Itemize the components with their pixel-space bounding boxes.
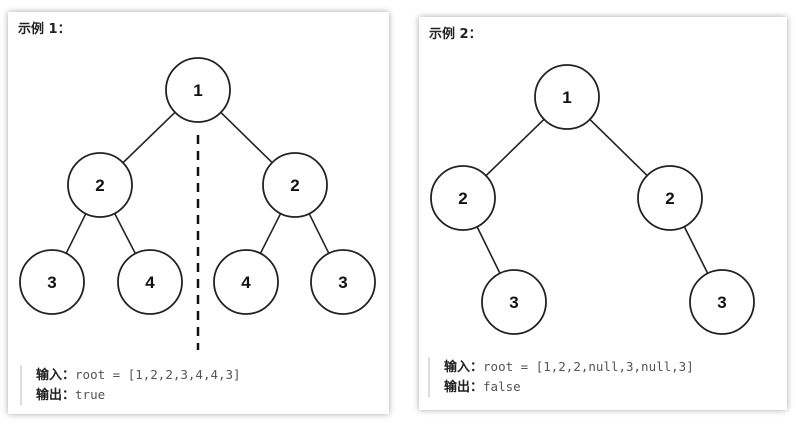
tree-edge [589,118,648,177]
tree-node [117,249,183,315]
tree-node [637,165,703,231]
example-2-panel: 示例 2： 1 2 2 3 3 输入：root = [1,2,2,null,3,null… [419,17,787,410]
input-value: root = [1,2,2,null,3,null,3] [483,359,694,374]
tree-node [262,152,328,218]
tree-edge [65,213,87,254]
tree-diagram-2: 1 2 2 3 3 [430,64,755,335]
tree-node [689,269,755,335]
tree-node-label: 3 [717,293,726,312]
output-value: true [75,387,106,402]
tree-node-label: 4 [241,273,251,292]
output-value: false [483,379,521,394]
output-label: 输出： [36,388,76,403]
tree-node [310,249,376,315]
tree-edge [683,226,709,274]
tree-node [165,57,231,123]
tree-node-label: 3 [47,273,56,292]
tree-edge [113,213,137,254]
tree-node [430,165,496,231]
tree-node [481,269,547,335]
example-1-title: 示例 1： [18,22,71,37]
tree-edge [476,226,501,274]
example-2-io: 输入：root = [1,2,2,null,3,null,3] 输出：false [428,357,694,397]
tree-node-label: 4 [145,273,155,292]
tree-node-label: 2 [458,189,467,208]
tree-node [213,249,279,315]
tree-node-label: 1 [193,81,202,100]
output-label: 输出： [444,380,484,395]
example-2-title: 示例 2： [429,27,482,42]
tree-node [19,249,85,315]
example-1-io: 输入：root = [1,2,2,3,4,4,3] 输出：true [20,365,241,405]
tree-node-label: 2 [95,176,104,195]
tree-edge [308,213,330,254]
tree-node-label: 2 [290,176,299,195]
tree-edge [122,111,176,164]
tree-edge [485,118,545,177]
tree-node-label: 3 [509,293,518,312]
tree-node [67,152,133,218]
tree-diagram-1: 1 2 2 3 4 4 3 [19,57,376,350]
input-value: root = [1,2,2,3,4,4,3] [75,367,241,382]
tree-edge [220,111,273,164]
tree-edge [259,213,282,254]
input-label: 输入： [444,360,484,375]
tree-node-label: 2 [665,189,674,208]
input-label: 输入： [36,368,76,383]
example-1-panel: 示例 1： 1 2 2 3 4 4 3 输入：root = [1,2,2,3,4,4,3] … [8,12,389,414]
tree-node-label: 1 [562,88,571,107]
tree-node [534,64,600,130]
tree-node-label: 3 [338,273,347,292]
